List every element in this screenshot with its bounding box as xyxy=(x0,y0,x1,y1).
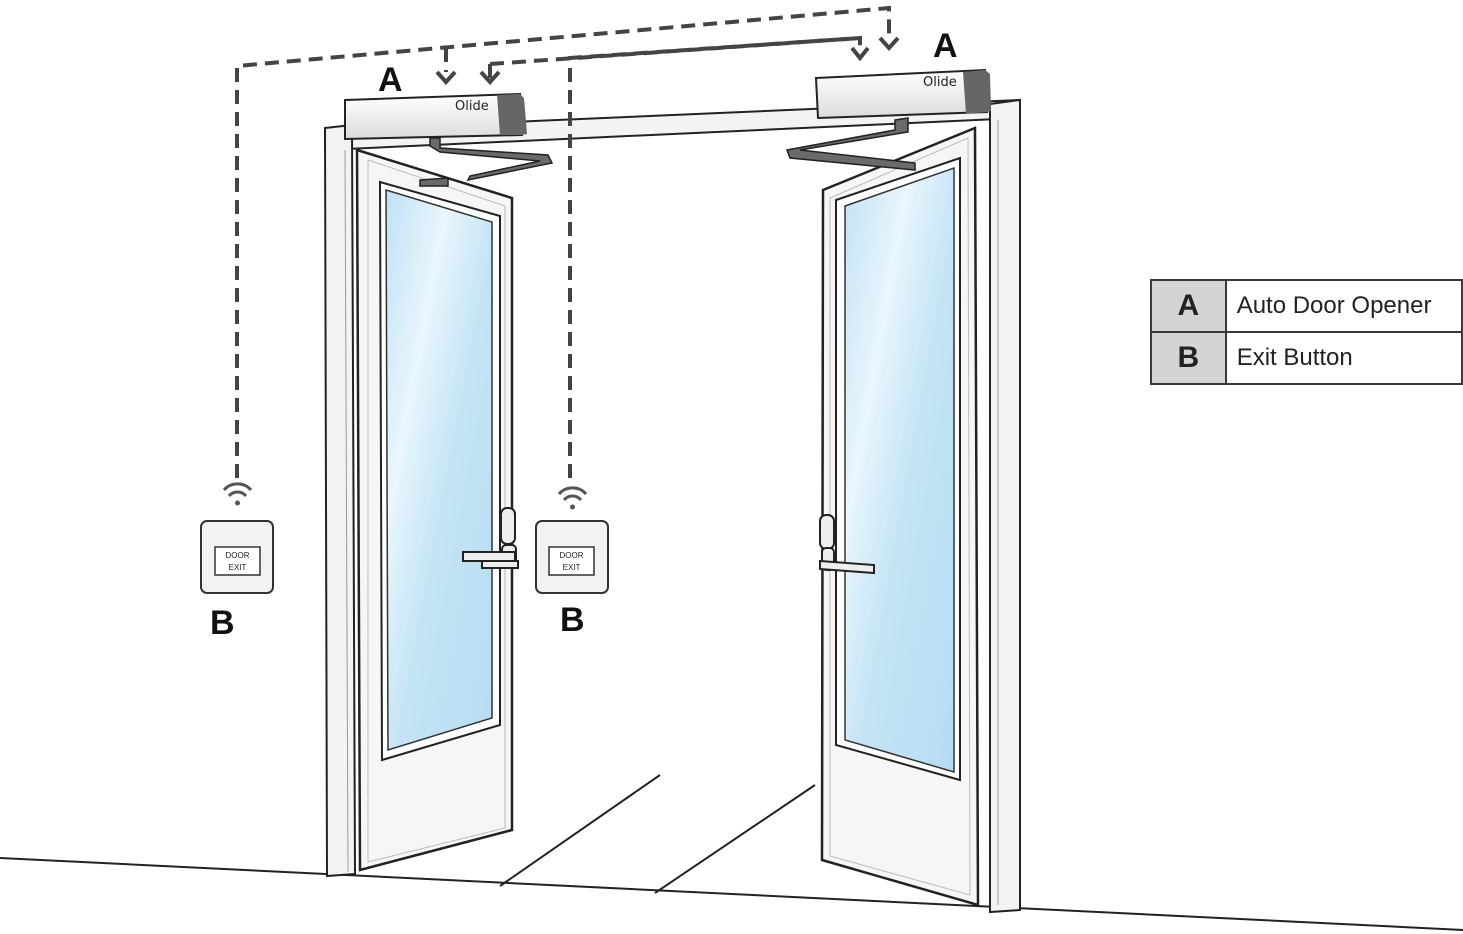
legend-row: B Exit Button xyxy=(1150,331,1463,385)
wifi-signal-icon-center xyxy=(557,486,588,510)
door-leaf-left xyxy=(355,148,514,872)
door-leaf-right xyxy=(820,126,980,907)
glass-panel-left xyxy=(385,188,493,752)
wifi-signal-icon-left xyxy=(222,482,253,506)
door-handle-left xyxy=(462,507,519,569)
legend-key: B xyxy=(1150,331,1227,385)
callout-button-left: B xyxy=(210,604,235,642)
glass-panel-right xyxy=(844,166,955,774)
opener-arm-left xyxy=(419,137,554,187)
opener-brand-left: Olide xyxy=(455,99,489,114)
auto-door-opener-left: Olide xyxy=(344,92,527,141)
wiring-arrows xyxy=(435,36,900,85)
legend-key: A xyxy=(1150,279,1227,333)
legend-row: A Auto Door Opener xyxy=(1150,279,1463,333)
exit-button-center: DOOR EXIT xyxy=(535,520,609,594)
exit-button-center-line1: DOOR xyxy=(560,551,584,560)
callout-opener-left: A xyxy=(378,61,403,99)
legend-label: Exit Button xyxy=(1224,331,1463,385)
floor-lines xyxy=(0,774,1463,931)
callout-button-center: B xyxy=(560,601,585,639)
door-frame-left xyxy=(323,123,357,878)
callout-opener-right: A xyxy=(933,27,958,65)
legend-label: Auto Door Opener xyxy=(1224,279,1463,333)
exit-button-left-line1: DOOR xyxy=(226,551,250,560)
auto-door-opener-right: Olide xyxy=(814,68,991,120)
exit-button-left: DOOR EXIT xyxy=(200,520,274,594)
exit-button-left-line2: EXIT xyxy=(229,563,247,572)
opener-arm-right xyxy=(785,117,916,171)
exit-button-center-line2: EXIT xyxy=(563,563,581,572)
legend-table: A Auto Door Opener B Exit Button xyxy=(1150,279,1463,385)
door-frame-right xyxy=(989,98,1021,914)
door-handle-right xyxy=(819,514,875,575)
opener-brand-right: Olide xyxy=(923,75,957,90)
wiring-dashed xyxy=(235,5,891,478)
